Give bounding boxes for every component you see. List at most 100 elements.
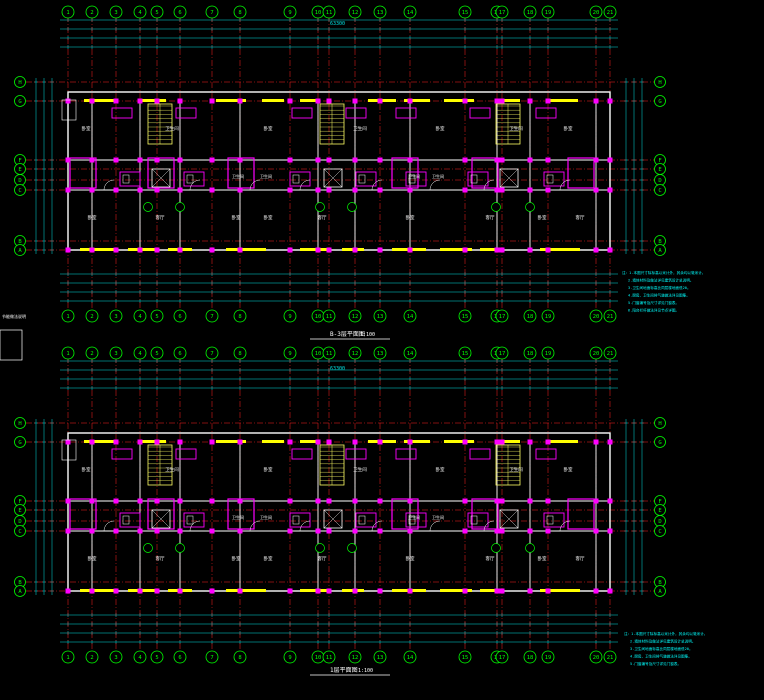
top-plan-structural-column xyxy=(352,247,358,253)
top-plan-column-axis-label: 18 xyxy=(527,314,534,320)
bottom-plan-row-axis-label: B xyxy=(18,580,22,586)
bottom-plan-scale: 1:100 xyxy=(358,668,373,674)
top-plan-kitchen-counter xyxy=(291,107,313,119)
bottom-plan-room-label-south: 卧室 xyxy=(538,555,547,562)
top-plan-row-axis-bubble xyxy=(654,244,666,256)
top-plan-row-axis-bubble xyxy=(14,244,26,256)
bottom-plan-structural-column xyxy=(315,498,321,504)
bottom-plan-window-north xyxy=(138,440,166,443)
bottom-plan-window-north xyxy=(216,440,246,443)
bottom-plan-row-axis-label: G xyxy=(658,440,661,446)
top-plan-row-axis-label: B xyxy=(18,239,22,245)
bottom-plan-structural-column xyxy=(352,528,358,534)
top-plan-column-axis-label: 6 xyxy=(178,10,181,16)
top-plan-column-axis-label: 17 xyxy=(499,314,506,320)
top-plan-room-label-mid: 卫生间 xyxy=(260,173,272,179)
top-plan-elevator-cross xyxy=(151,168,171,188)
top-plan-structural-column xyxy=(137,187,143,193)
bottom-plan-structural-column xyxy=(89,588,95,594)
bottom-plan-structural-column xyxy=(593,498,599,504)
top-plan-column-axis-bubble xyxy=(150,5,164,19)
top-plan-window-south xyxy=(80,248,114,251)
top-plan-elevator-shaft xyxy=(151,168,171,188)
bottom-plan-fixture-detail xyxy=(408,515,416,525)
bottom-plan-structural-column xyxy=(377,439,383,445)
bottom-plan-bath-fixture xyxy=(183,512,205,528)
top-plan-column-axis-bubble xyxy=(150,309,164,323)
top-plan-column-axis-label: 10 xyxy=(315,10,322,16)
top-plan-door-swing xyxy=(249,179,261,191)
bottom-plan-column-axis-bubble xyxy=(589,650,603,664)
bottom-plan-structural-column xyxy=(209,498,215,504)
bottom-plan-row-axis-bubble xyxy=(654,436,666,448)
top-plan-structural-column xyxy=(593,187,599,193)
top-plan-column-axis-label: 9 xyxy=(288,10,291,16)
legend-box-top xyxy=(61,99,77,121)
bottom-plan-room-label-north: 卧室 xyxy=(564,466,573,473)
bottom-plan-structural-column xyxy=(287,498,293,504)
top-plan-fixture-detail xyxy=(470,174,478,184)
bottom-plan-column-axis-bubble xyxy=(322,650,336,664)
top-plan-structural-column xyxy=(607,98,613,104)
bottom-plan-kitchen-counter xyxy=(175,448,197,460)
top-plan-row-axis-label: A xyxy=(18,248,22,254)
bottom-plan-column-axis-label: 6 xyxy=(178,351,181,357)
bottom-plan-structural-column xyxy=(607,588,613,594)
bottom-plan-column-axis-bubble xyxy=(373,346,387,360)
note-line: 3.卫生间地面标高比同层楼地面低20。 xyxy=(630,646,693,651)
bottom-plan-structural-column xyxy=(177,588,183,594)
bottom-plan-bath-fixture xyxy=(289,512,311,528)
bottom-plan-structural-column xyxy=(352,498,358,504)
bottom-plan-structural-column xyxy=(237,588,243,594)
bottom-plan-sub-axis-bubble xyxy=(491,543,501,553)
bottom-plan-column-axis-label: 2 xyxy=(90,351,93,357)
top-plan-structural-column xyxy=(65,247,71,253)
top-plan-column-axis-bubble xyxy=(403,5,417,19)
bottom-plan-column-axis-label: 14 xyxy=(407,655,414,661)
bottom-plan-room-label-south: 客厅 xyxy=(576,555,585,562)
top-plan-structural-column xyxy=(113,247,119,253)
top-plan-door-swing xyxy=(483,179,495,191)
top-plan-structural-column xyxy=(113,98,119,104)
top-plan-structural-column xyxy=(607,187,613,193)
top-plan-fixture-detail xyxy=(358,174,366,184)
top-plan-structural-column xyxy=(89,98,95,104)
bottom-plan-column-axis-bubble xyxy=(458,650,472,664)
top-plan-fixture-detail xyxy=(292,174,300,184)
bottom-plan-structural-column xyxy=(89,439,95,445)
bottom-plan-column-axis-label: 19 xyxy=(545,351,552,357)
top-plan-structural-column xyxy=(177,247,183,253)
bottom-plan-structural-column xyxy=(377,528,383,534)
bottom-plan-structural-column xyxy=(499,528,505,534)
top-plan-elevator-cross xyxy=(323,168,343,188)
top-plan-structural-column xyxy=(326,247,332,253)
bottom-plan-room-label-north: 卧室 xyxy=(436,466,445,473)
bottom-plan-structural-column xyxy=(113,588,119,594)
top-plan-elevator-shaft xyxy=(499,168,519,188)
top-plan-window-north xyxy=(444,99,474,102)
bottom-plan-structural-column xyxy=(352,439,358,445)
top-plan-structural-column xyxy=(462,157,468,163)
bottom-plan-structural-column xyxy=(65,528,71,534)
top-plan-kitchen-counter xyxy=(111,107,133,119)
bottom-plan-structural-column xyxy=(137,498,143,504)
top-plan-structural-column xyxy=(326,187,332,193)
bottom-plan-column-axis-bubble xyxy=(150,346,164,360)
bottom-plan-structural-column xyxy=(65,439,71,445)
bottom-plan-elevator-shaft xyxy=(151,509,171,529)
bottom-plan-structural-column xyxy=(113,439,119,445)
top-plan-structural-column xyxy=(407,187,413,193)
top-plan-column-axis-bubble xyxy=(61,5,75,19)
top-plan-column-axis-label: 9 xyxy=(288,314,291,320)
top-plan-bay-window xyxy=(227,157,255,189)
bottom-plan-column-axis-label: 21 xyxy=(607,655,614,661)
bottom-plan-sub-axis-bubble xyxy=(175,543,185,553)
top-plan-row-axis-label: B xyxy=(658,239,662,245)
top-plan-row-axis-label: A xyxy=(658,248,662,254)
top-plan-row-axis-bubble xyxy=(14,184,26,196)
top-plan-column-axis-bubble xyxy=(205,5,219,19)
top-plan-structural-column xyxy=(499,247,505,253)
bottom-plan-row-axis-label: E xyxy=(18,508,21,514)
bottom-plan-column-axis-bubble xyxy=(458,346,472,360)
